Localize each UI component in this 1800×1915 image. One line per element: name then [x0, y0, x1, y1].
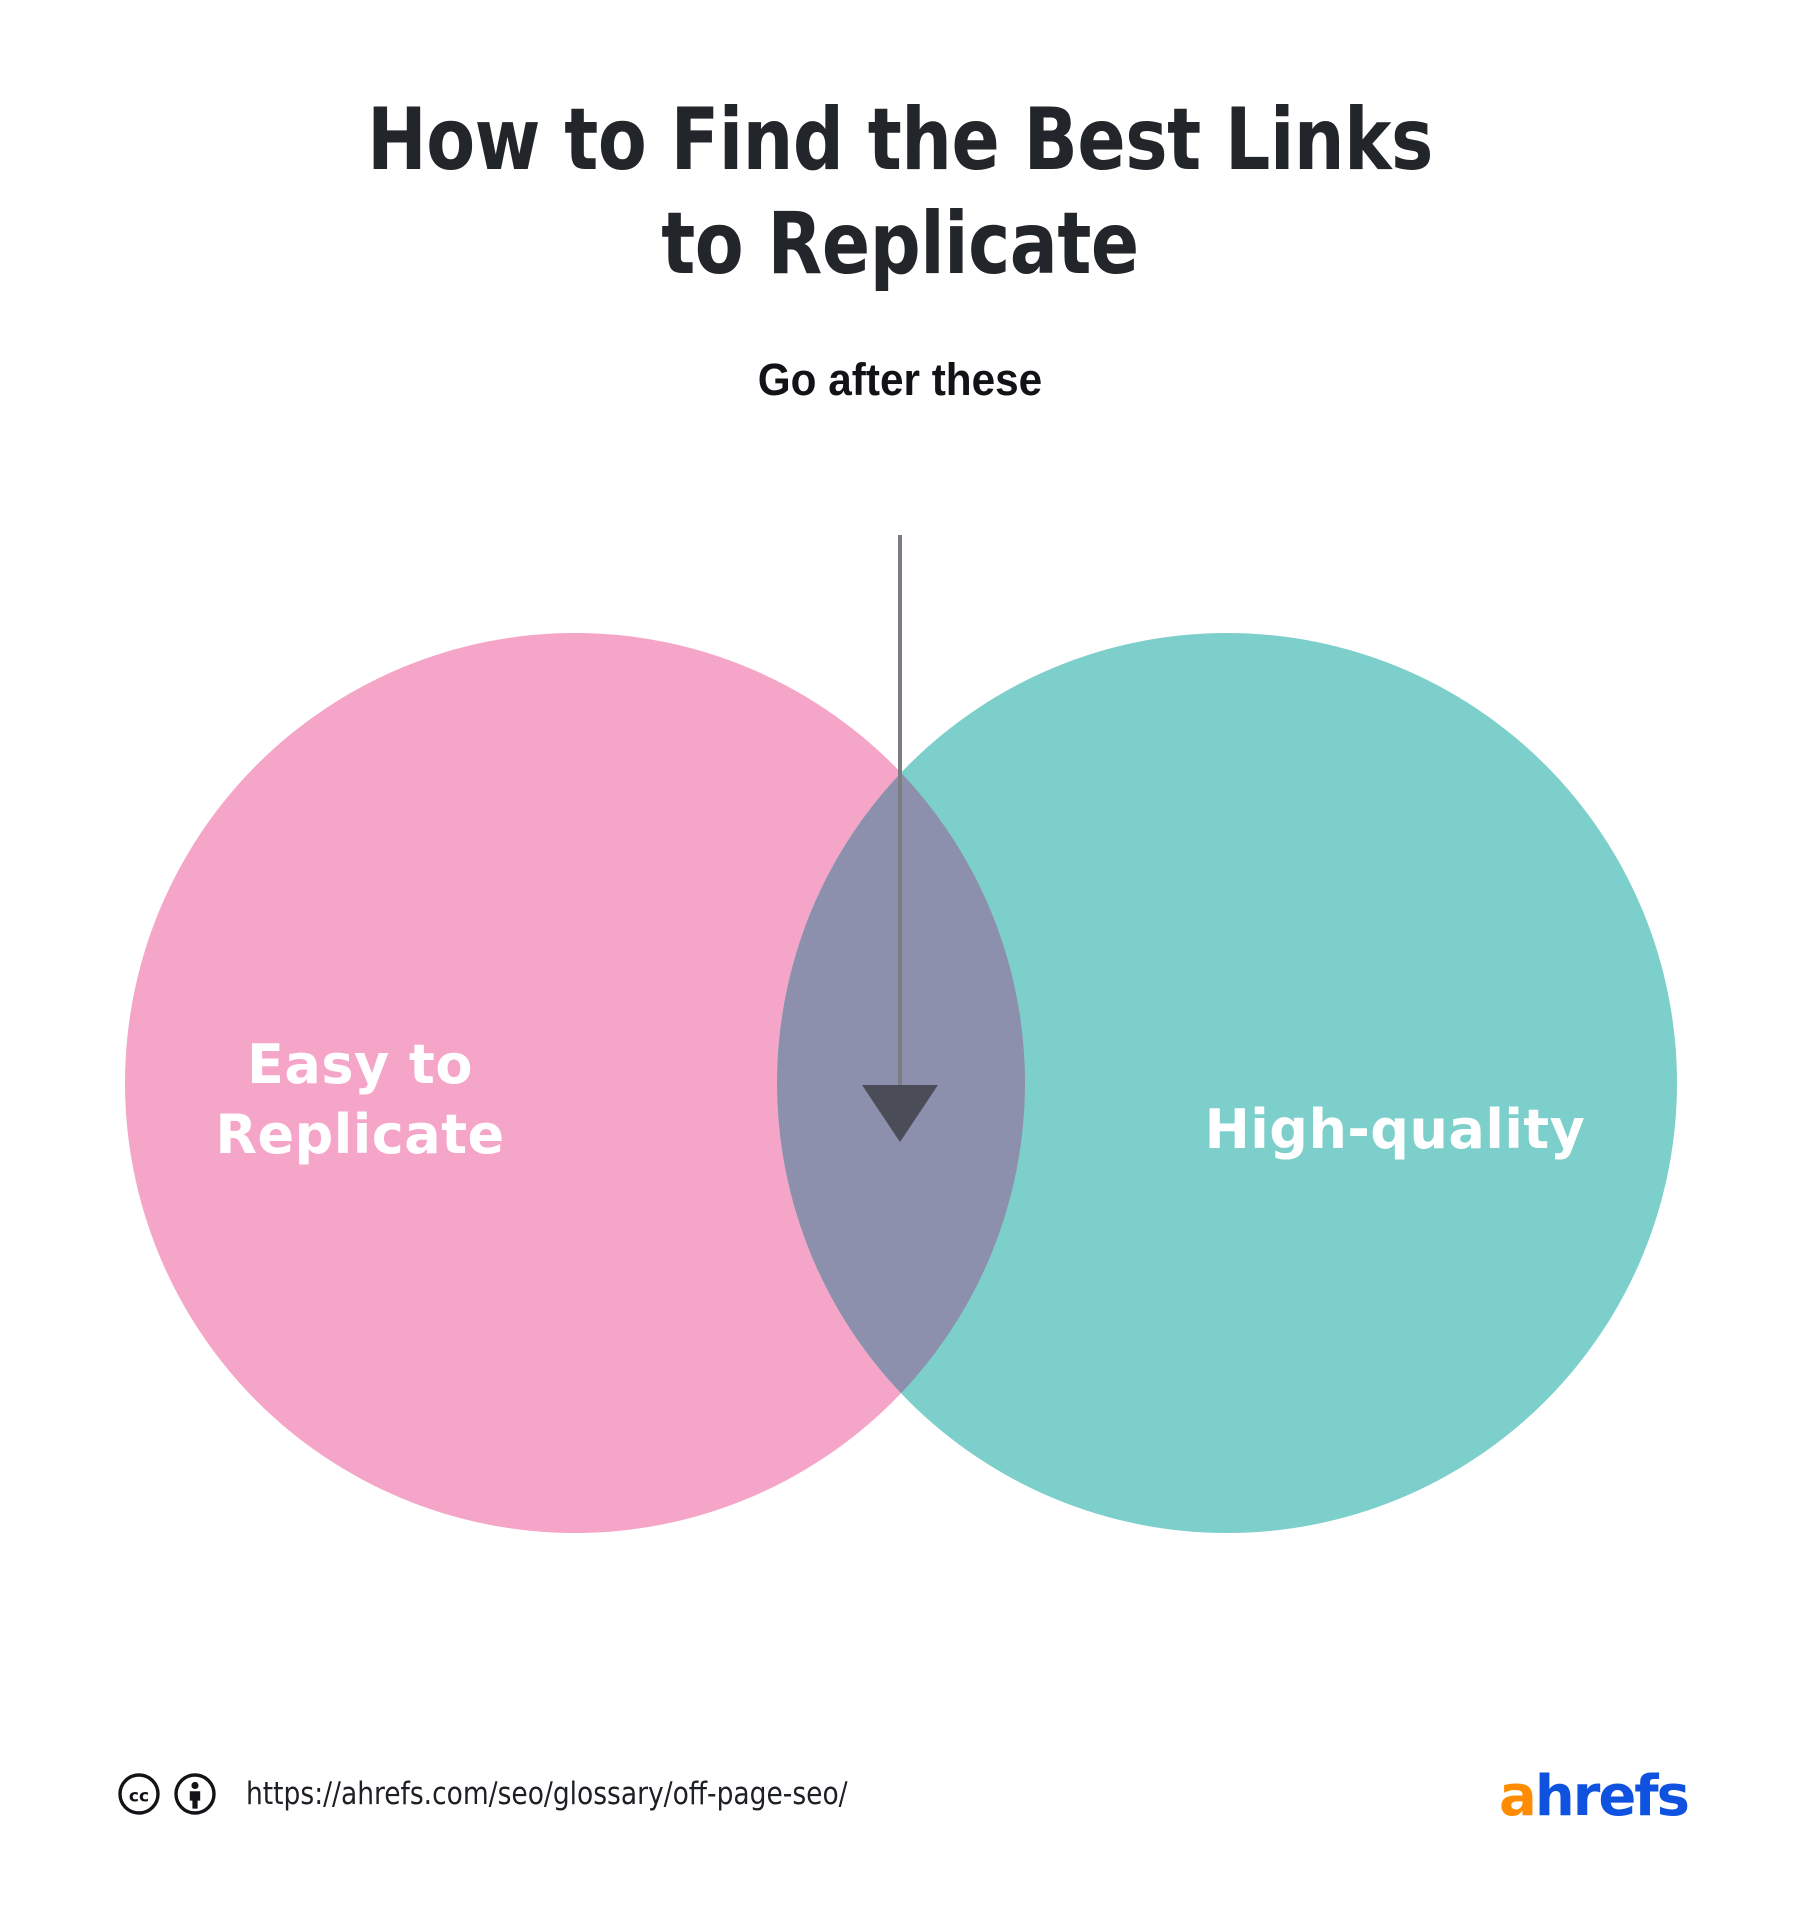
ahrefs-logo-text: hrefs	[1534, 1764, 1690, 1829]
down-arrow-icon	[862, 1085, 938, 1142]
page-title-line-2: to Replicate	[661, 194, 1139, 294]
venn-circle-high-quality	[777, 633, 1677, 1533]
ahrefs-logo-accent: a	[1499, 1764, 1537, 1829]
svg-text:cc: cc	[129, 1787, 149, 1807]
callout-label: Go after these	[757, 354, 1043, 405]
page-title: How to Find the Best Links to Replicate	[0, 88, 1800, 296]
creative-commons-by-icon	[174, 1773, 216, 1815]
venn-circle-easy-to-replicate	[125, 633, 1025, 1533]
page-title-line-1: How to Find the Best Links	[367, 90, 1433, 190]
footer-license-and-url: cc https://ahrefs.com/seo/glossary/off-p…	[118, 1773, 879, 1815]
creative-commons-icon: cc	[118, 1773, 160, 1815]
ahrefs-logo[interactable]: ahrefs	[1499, 1769, 1690, 1825]
footer: cc https://ahrefs.com/seo/glossary/off-p…	[0, 1725, 1800, 1915]
footer-source-url[interactable]: https://ahrefs.com/seo/glossary/off-page…	[246, 1776, 848, 1812]
